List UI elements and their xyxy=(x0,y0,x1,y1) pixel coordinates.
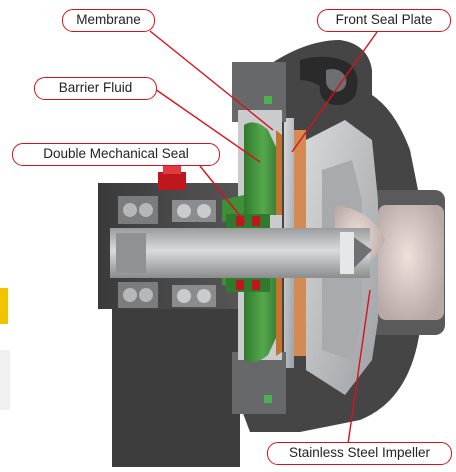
vent-plug xyxy=(158,164,186,190)
front-seal-plate-label: Front Seal Plate xyxy=(317,9,451,32)
double-mechanical-seal xyxy=(226,214,270,292)
outlet-flange xyxy=(365,190,445,335)
leader-membrane xyxy=(149,30,274,131)
leader-barrier-fluid xyxy=(154,88,261,163)
leader-front-seal-plate xyxy=(291,31,378,153)
leader-stainless-steel-impeller xyxy=(347,289,371,445)
stainless-steel-impeller-label: Stainless Steel Impeller xyxy=(267,442,452,465)
leader-double-mechanical-seal xyxy=(199,165,246,223)
bearing-housing xyxy=(98,183,238,309)
leader-lines xyxy=(149,30,378,445)
pump-shaft xyxy=(110,228,372,278)
membrane-label: Membrane xyxy=(62,9,155,32)
barrier-fluid-label: Barrier Fluid xyxy=(34,77,157,100)
double-mechanical-seal-label: Double Mechanical Seal xyxy=(12,143,220,166)
barrier-fluid-chamber xyxy=(222,122,282,363)
